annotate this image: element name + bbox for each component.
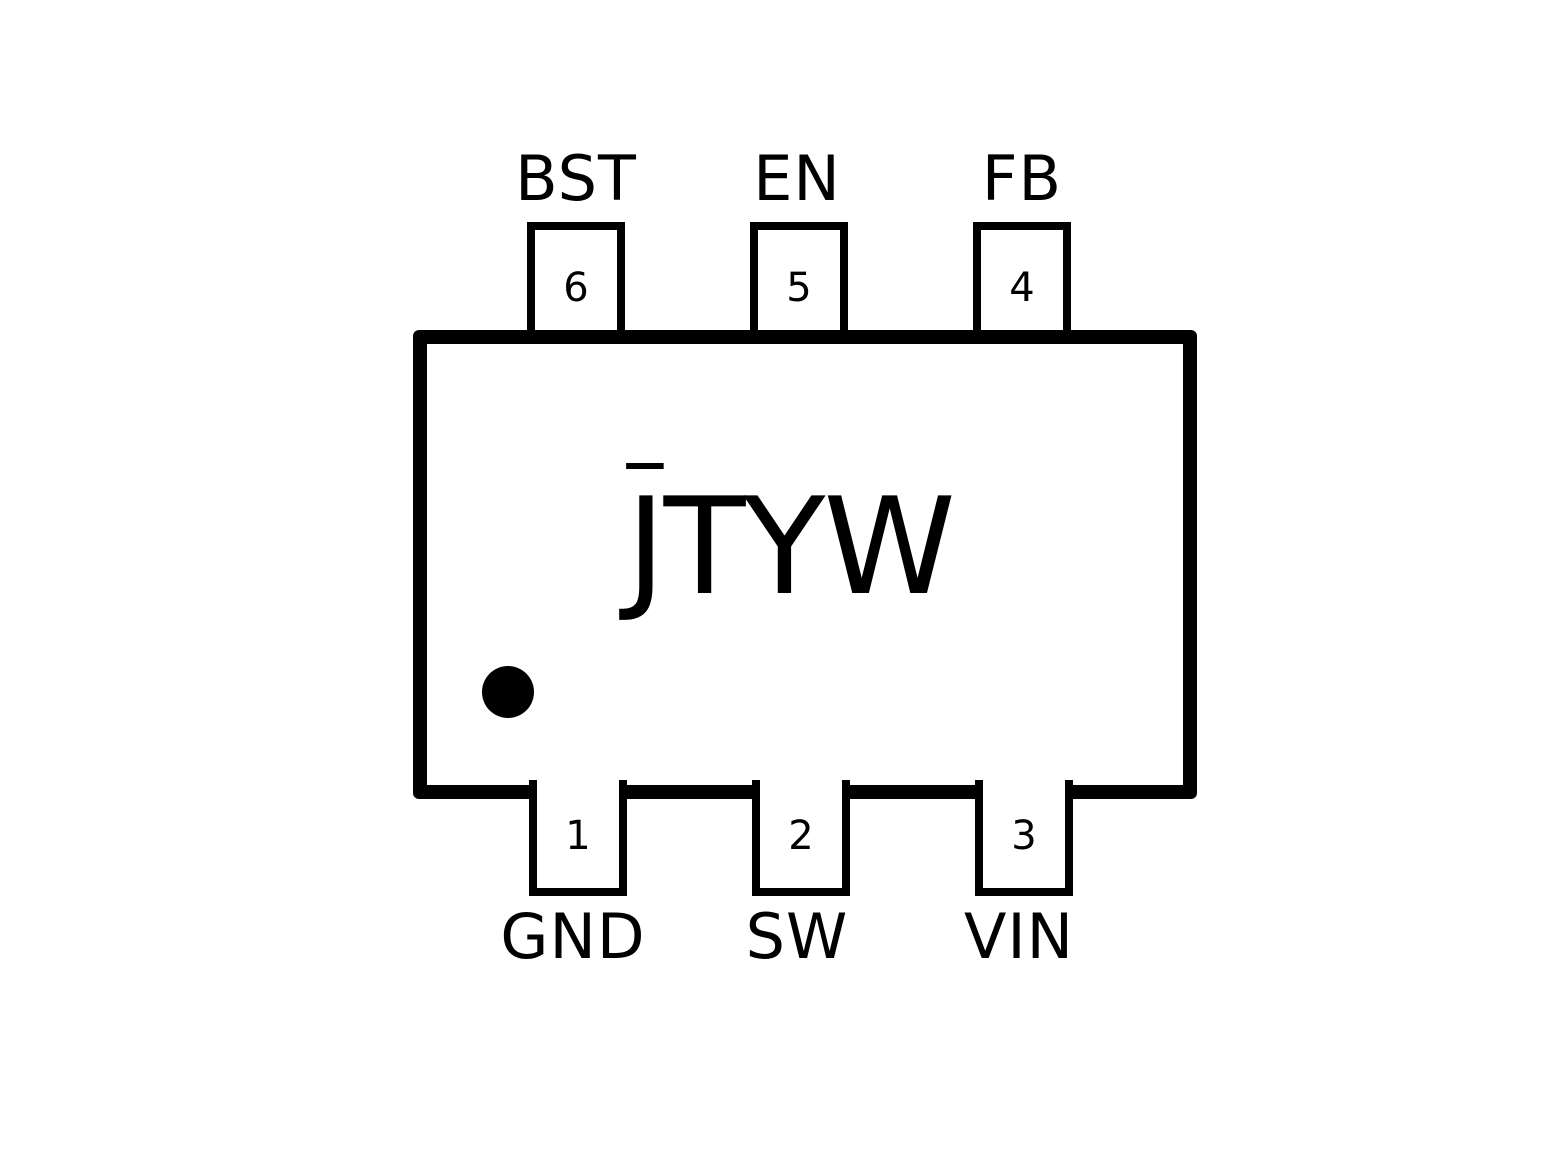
pin-2-pad: 2 bbox=[752, 780, 850, 896]
pin-3-label: VIN bbox=[963, 900, 1075, 973]
pin-3-number: 3 bbox=[1011, 813, 1037, 859]
pin-4-number: 4 bbox=[1009, 265, 1035, 311]
pin-5-number: 5 bbox=[786, 265, 812, 311]
package-body bbox=[413, 330, 1197, 799]
pin-5-label: EN bbox=[753, 142, 841, 215]
pin-5-pad: 5 bbox=[750, 222, 848, 342]
pin-2-label: SW bbox=[745, 900, 849, 973]
pin-1-indicator-dot bbox=[482, 666, 534, 718]
package-marking: JTYW bbox=[600, 480, 980, 614]
pin-4-label: FB bbox=[981, 142, 1063, 215]
pin-3-pad: 3 bbox=[975, 780, 1073, 896]
marking-rest: TYW bbox=[663, 469, 956, 625]
pin-2-number: 2 bbox=[788, 813, 814, 859]
pin-1-label: GND bbox=[500, 900, 646, 973]
pin-1-number: 1 bbox=[565, 813, 591, 859]
pin-6-number: 6 bbox=[563, 265, 589, 311]
pin-4-pad: 4 bbox=[973, 222, 1071, 342]
marking-overbar-char: J bbox=[626, 469, 666, 625]
pin-6-label: BST bbox=[515, 142, 637, 215]
pin-1-pad: 1 bbox=[529, 780, 627, 896]
pin-6-pad: 6 bbox=[527, 222, 625, 342]
